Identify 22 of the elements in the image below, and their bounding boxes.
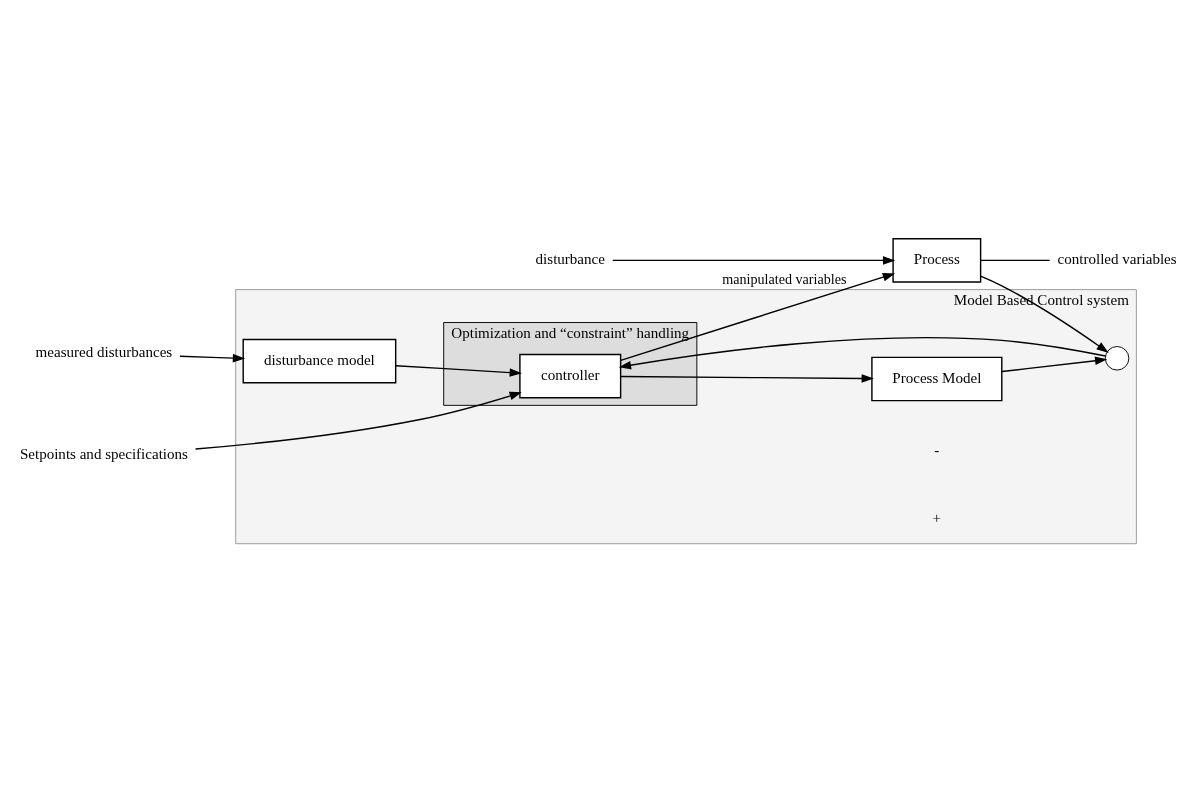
arrow [618, 337, 1107, 370]
node-box: disturbance model [242, 338, 397, 384]
arrow [620, 273, 895, 362]
node-text: measured disturbances [35, 344, 173, 361]
arrow [179, 353, 246, 363]
node-box: Process [892, 238, 982, 283]
arrow [620, 374, 874, 383]
label: - [934, 442, 940, 459]
arrow [979, 275, 1109, 353]
node-text: controlled variables [1057, 250, 1177, 267]
arrow [194, 391, 522, 450]
node-box: controller [519, 353, 622, 399]
connector [980, 259, 1051, 262]
node-text: Setpoints and specifications [19, 445, 188, 462]
node-circle [1104, 346, 1130, 371]
arrow [395, 364, 522, 377]
node-box: Process Model [871, 356, 1003, 402]
edge-label: manipulated variables [722, 270, 847, 287]
arrow [1001, 356, 1108, 373]
node-text: disturbance [535, 250, 605, 267]
arrow [611, 256, 896, 265]
label: + [932, 509, 942, 526]
